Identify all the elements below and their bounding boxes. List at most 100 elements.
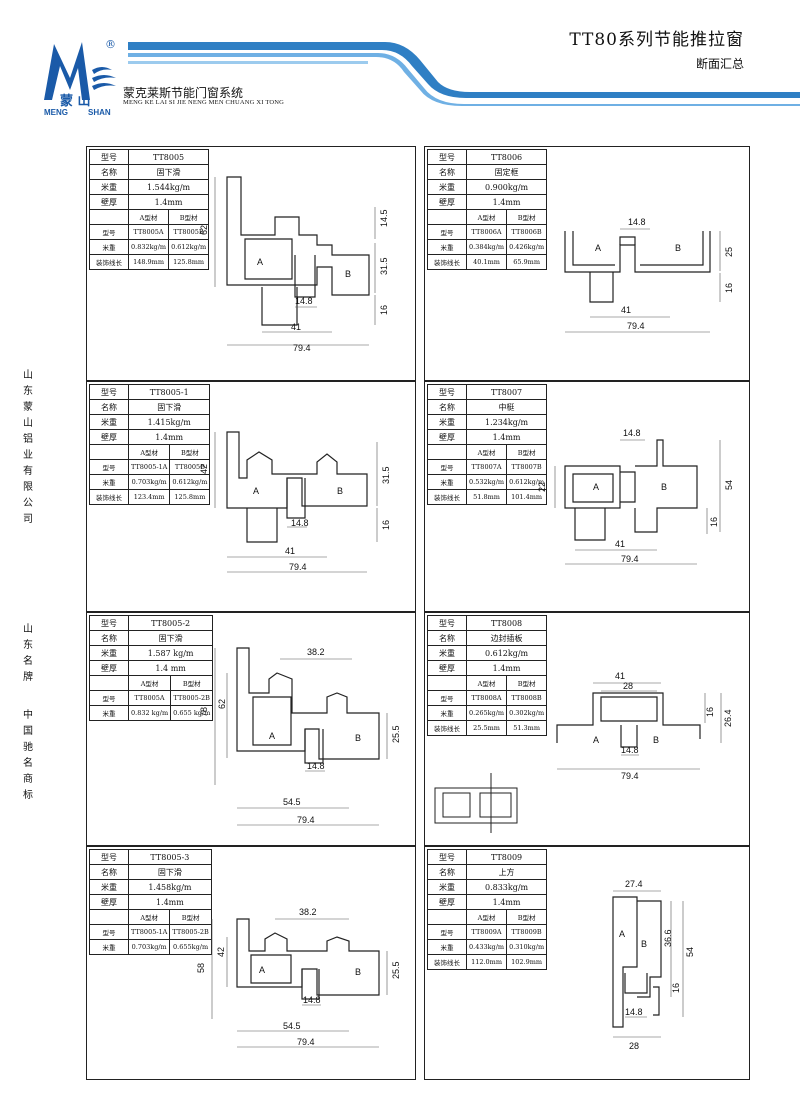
svg-text:14.8: 14.8: [307, 761, 325, 771]
side-brand-1: 山东名牌: [23, 624, 33, 683]
svg-text:B: B: [337, 486, 343, 496]
svg-text:79.4: 79.4: [289, 562, 307, 572]
profile-drawing: 78 62 38.2 25.5 14.8 54.5 79.4 A B: [199, 647, 401, 826]
svg-text:16: 16: [379, 305, 389, 315]
svg-text:16: 16: [705, 707, 715, 717]
svg-text:25: 25: [724, 247, 734, 257]
svg-text:28: 28: [629, 1041, 639, 1051]
svg-text:A: A: [269, 731, 275, 741]
svg-text:62: 62: [199, 225, 209, 235]
page-title: TT80系列节能推拉窗: [569, 30, 744, 50]
side-brand-2: 中国驰名商标: [23, 710, 33, 801]
svg-text:B: B: [345, 269, 351, 279]
registered-mark: ®: [105, 38, 116, 51]
svg-text:14.5: 14.5: [379, 209, 389, 227]
svg-text:78: 78: [199, 707, 209, 717]
logo-en-right: SHAN: [88, 108, 111, 117]
svg-text:25.5: 25.5: [391, 725, 401, 743]
svg-text:38.2: 38.2: [307, 647, 325, 657]
svg-text:14.8: 14.8: [625, 1007, 643, 1017]
svg-text:38.2: 38.2: [299, 907, 317, 917]
svg-text:54: 54: [724, 480, 734, 490]
profile-drawing: 27.4 36.6 54 16 14.8 28 A B: [612, 879, 695, 1051]
svg-text:54.5: 54.5: [283, 797, 301, 807]
svg-text:B: B: [641, 939, 647, 949]
svg-text:79.4: 79.4: [293, 343, 311, 353]
svg-text:41: 41: [291, 322, 301, 332]
svg-text:14.8: 14.8: [628, 217, 646, 227]
svg-text:79.4: 79.4: [297, 1037, 315, 1047]
svg-text:A: A: [593, 482, 599, 492]
svg-text:16: 16: [671, 983, 681, 993]
svg-text:41: 41: [621, 305, 631, 315]
svg-text:27.4: 27.4: [625, 879, 643, 889]
svg-text:54: 54: [685, 947, 695, 957]
svg-text:42: 42: [216, 947, 226, 957]
svg-text:B: B: [675, 243, 681, 253]
logo-en-left: MENG: [44, 108, 68, 117]
svg-text:B: B: [661, 482, 667, 492]
svg-text:A: A: [253, 486, 259, 496]
brand-name-en: MENG KE LAI SI JIE NENG MEN CHUANG XI TO…: [123, 99, 285, 106]
company-logo: [40, 38, 126, 120]
svg-text:41: 41: [615, 671, 625, 681]
svg-text:31.5: 31.5: [381, 466, 391, 484]
svg-text:A: A: [619, 929, 625, 939]
svg-text:A: A: [595, 243, 601, 253]
svg-text:14.8: 14.8: [295, 296, 313, 306]
svg-text:62: 62: [217, 699, 227, 709]
svg-text:14.8: 14.8: [623, 428, 641, 438]
logo-cn-text: 蒙 山: [60, 94, 91, 109]
brand-name-cn: 蒙克莱斯节能门窗系统: [123, 86, 244, 100]
profile-drawing: 62 14.5 31.5 16 14.8 41 79.4 A B: [199, 176, 389, 353]
svg-text:16: 16: [381, 520, 391, 530]
svg-text:36.6: 36.6: [663, 929, 673, 947]
svg-text:14.8: 14.8: [303, 995, 321, 1005]
svg-text:42: 42: [199, 464, 209, 474]
profile-drawing: 14.8 25 16 41 79.4 A B: [564, 217, 734, 333]
svg-text:54.5: 54.5: [283, 1021, 301, 1031]
svg-text:58: 58: [196, 963, 206, 973]
svg-text:31.5: 31.5: [379, 257, 389, 275]
svg-text:41: 41: [615, 539, 625, 549]
svg-text:A: A: [257, 257, 263, 267]
svg-text:79.4: 79.4: [621, 554, 639, 564]
svg-text:14.8: 14.8: [621, 745, 639, 755]
page-subtitle: 断面汇总: [695, 57, 744, 71]
svg-text:28: 28: [623, 681, 633, 691]
svg-text:26.4: 26.4: [723, 709, 733, 727]
logo-mark-icon: [44, 42, 116, 100]
svg-text:79.4: 79.4: [627, 321, 645, 331]
svg-text:16: 16: [724, 283, 734, 293]
profile-drawing: 58 42 38.2 25.5 14.8 54.5 79.4 A B: [196, 907, 401, 1048]
svg-text:79.4: 79.4: [297, 815, 315, 825]
header-band: [128, 42, 800, 106]
svg-text:79.4: 79.4: [621, 771, 639, 781]
svg-text:16: 16: [709, 517, 719, 527]
svg-text:A: A: [593, 735, 599, 745]
svg-text:B: B: [355, 733, 361, 743]
profile-drawing: 42 31.5 16 14.8 41 79.4 A B: [199, 431, 391, 573]
small-profile-thumbnail: [434, 773, 518, 833]
svg-text:A: A: [259, 965, 265, 975]
svg-text:41: 41: [285, 546, 295, 556]
svg-text:25.5: 25.5: [391, 961, 401, 979]
svg-text:14.8: 14.8: [291, 518, 309, 528]
svg-text:22: 22: [537, 482, 547, 492]
profile-drawing: 41 28 16 26.4 14.8 79.4 A B: [434, 671, 733, 833]
